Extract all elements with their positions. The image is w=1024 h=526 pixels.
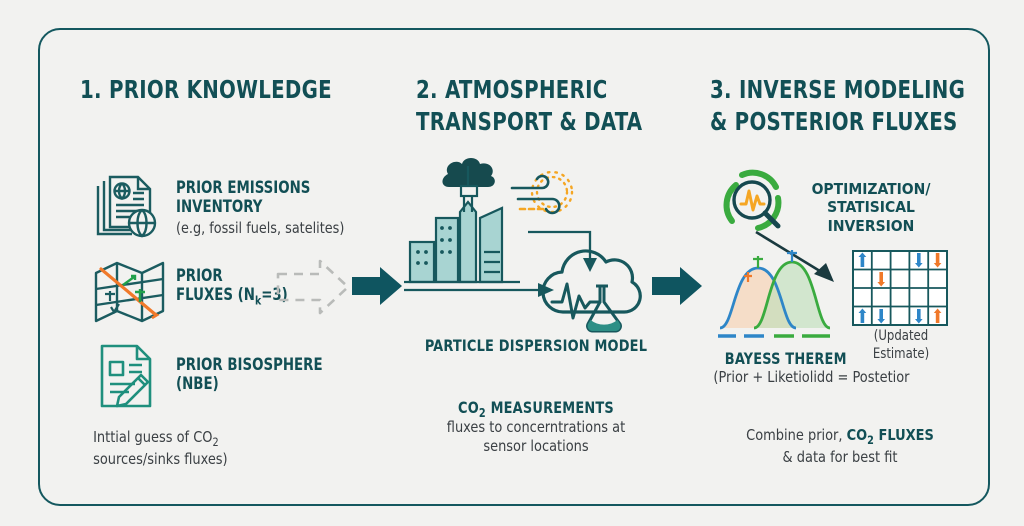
arrow-grid-icon [852,250,948,326]
two-gaussian-curves [712,246,842,344]
column-1-caption-text: Inttial guess of CO [93,428,213,446]
co2-measurements-title-rest: MEASUREMENTS [485,398,614,417]
prior-fluxes-label-text: PRIOR FLUXES (N [176,266,255,305]
transport-arrow-upper [528,228,620,276]
city-smokestack-icon [404,156,532,291]
outer-frame [38,28,990,506]
transport-arrow-lower [404,278,556,302]
prior-fluxes-label: PRIOR FLUXES (Nk=3) [176,266,288,308]
document-pencil-icon [95,342,161,410]
documents-globe-icon [92,172,164,244]
column-3-caption-strong-rest: FLUXES [873,426,934,444]
solid-arrow-2 [652,265,704,307]
column-3-caption-subscript: 2 [867,433,874,448]
column-1-caption-subscript: 2 [212,435,219,450]
grid-caption: (Updated Estimate) [872,328,930,362]
particle-dispersion-label: PARTICLE DISPERSION MODEL [424,336,648,355]
folded-map-icon [92,257,168,327]
cloud-flask-waveform-icon [540,244,642,333]
magnifier-waveform-icon [716,166,792,240]
co2-measurements-caption: fluxes to concerntrations at sensor loca… [446,418,626,456]
prior-fluxes-subscript: k [254,293,262,308]
column-1-title: 1. PRIOR KNOWLEDGE [80,75,332,104]
optimization-label: OPTIMIZATION/ STATISICAL INVERSION [811,180,931,235]
column-1-caption: Inttial guess of CO2 sources/sinks fluxe… [93,428,228,469]
column-3-caption-pre: Combine prior, [746,426,847,444]
co2-measurements-title: CO2 MEASUREMENTS [414,398,659,421]
column-3-caption: Combine prior, CO2 FLUXES & data for bes… [710,426,970,467]
bayes-theorem-title: BAYESS THEREM [724,349,847,368]
co2-measurements-subscript: 2 [478,406,486,421]
solid-arrow-1 [352,265,404,307]
prior-biosphere-label: PRIOR BISOSPHERE (NBE) [176,355,323,394]
column-3-title: 3. INVERSE MODELING & POSTERIOR FLUXES [710,75,966,136]
prior-emissions-sub: (e.g, fossil fuels, satelites) [176,219,345,237]
column-3-caption-post: & data for best fit [782,447,898,466]
dashed-arrow [276,256,354,318]
sun-wind-icon [508,168,580,230]
column-1-caption-rest: sources/sinks fluxes) [93,449,228,468]
column-3-caption-strong: CO [846,426,868,444]
prior-emissions-label: PRIOR EMISSIONS INVENTORY [176,178,311,217]
co2-measurements-title-text: CO [458,398,479,417]
bayes-theorem-formula: (Prior + Liketiolidd = Postetior [713,368,910,386]
column-2-title: 2. ATMOSPHERIC TRANSPORT & DATA [416,75,643,136]
